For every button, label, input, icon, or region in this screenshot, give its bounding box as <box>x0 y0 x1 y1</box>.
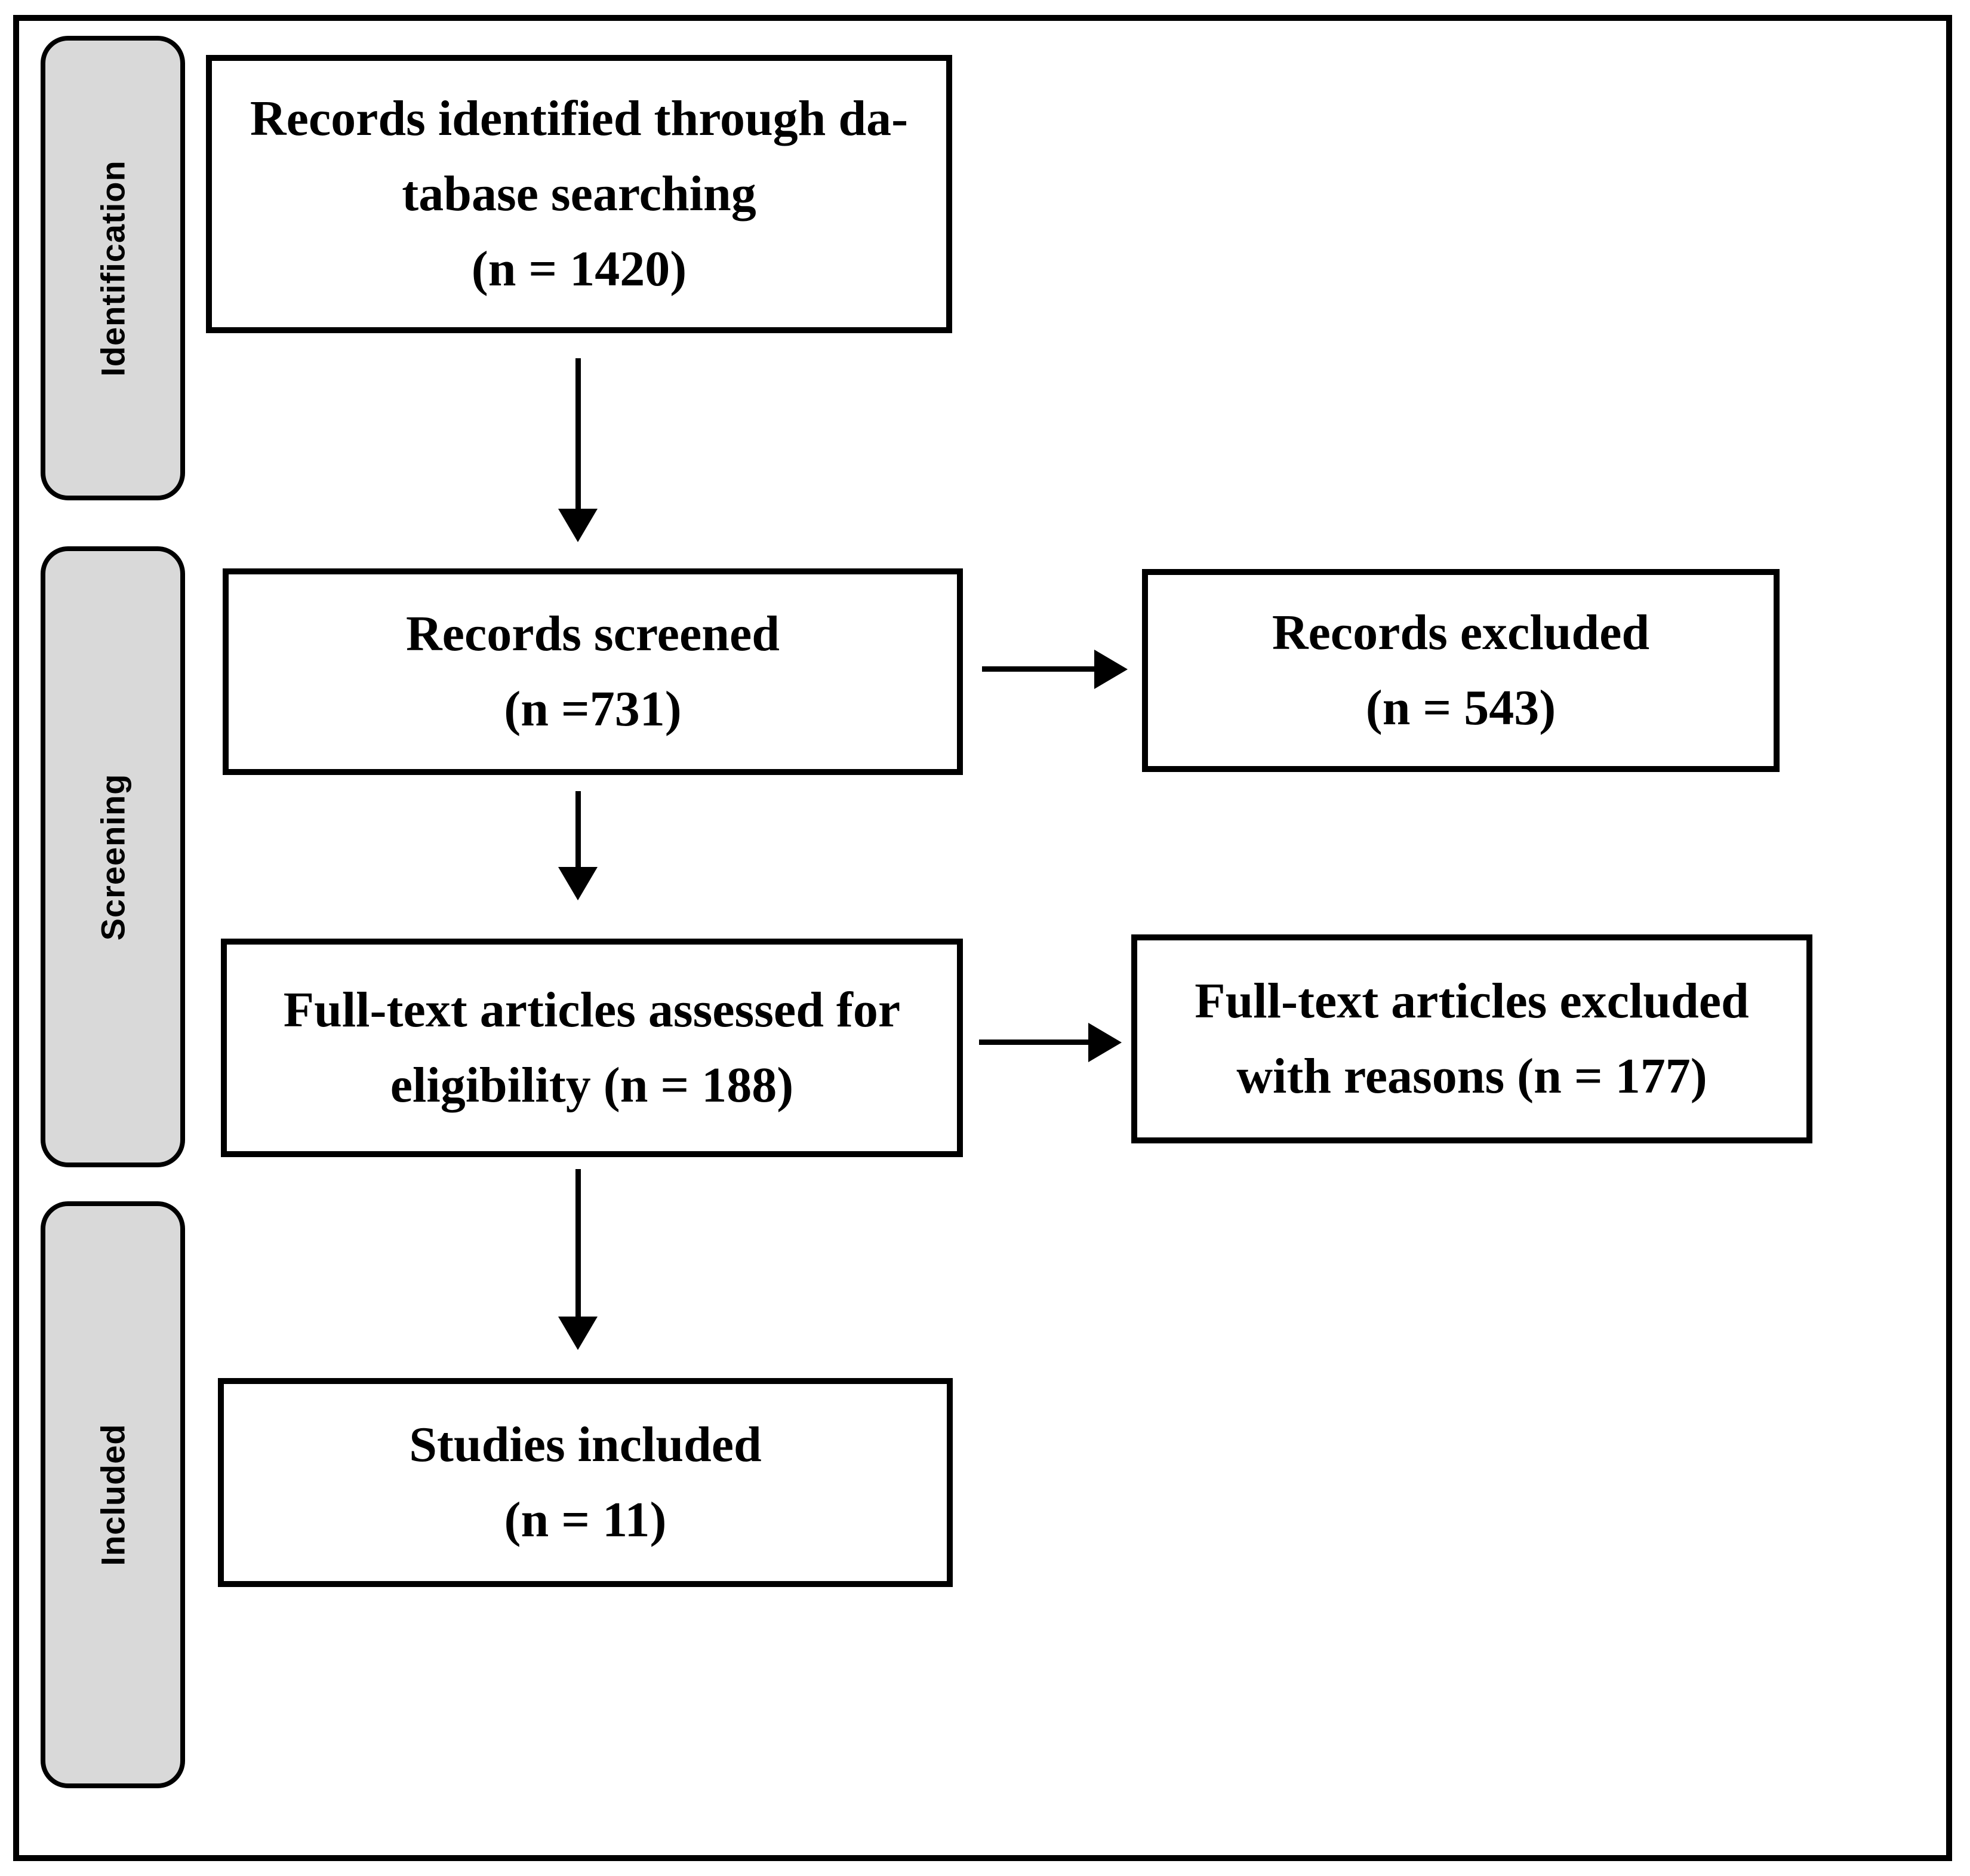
arrow-screened-to-excluded-line <box>982 666 1095 672</box>
box-records-excluded: Records excluded (n = 543) <box>1142 569 1780 772</box>
box-records-screened: Records screened (n =731) <box>223 568 963 775</box>
box-records-identified-line1: Records identified through da- <box>250 91 909 146</box>
arrow-fulltext-to-ft-excluded-line <box>979 1040 1089 1045</box>
box-records-screened-line1: Records screened <box>406 606 780 662</box>
box-records-excluded-line1: Records excluded <box>1272 605 1650 660</box>
stage-screening-label: Screening <box>94 773 132 940</box>
stage-screening: Screening <box>41 546 185 1167</box>
box-fulltext-excluded: Full-text articles excluded with reasons… <box>1131 934 1812 1143</box>
box-fulltext-excluded-line2: with reasons (n = 177) <box>1236 1048 1707 1104</box>
box-studies-included: Studies included (n = 11) <box>218 1378 953 1587</box>
arrow-screened-to-excluded-head-icon <box>1094 650 1128 689</box>
arrow-screened-to-fulltext-line <box>575 791 581 868</box>
box-fulltext-assessed: Full-text articles assessed for eligibil… <box>221 939 963 1157</box>
stage-identification: Identification <box>41 36 185 500</box>
box-studies-included-line2: (n = 11) <box>504 1492 667 1548</box>
box-studies-included-line1: Studies included <box>409 1417 762 1472</box>
box-records-identified-line3: (n = 1420) <box>471 241 687 297</box>
stage-identification-label: Identification <box>94 159 132 377</box>
box-fulltext-assessed-line2: eligibility (n = 188) <box>390 1057 794 1113</box>
arrow-fulltext-to-included-head-icon <box>558 1317 598 1350</box>
stage-included-label: Included <box>94 1423 132 1566</box>
box-records-excluded-line2: (n = 543) <box>1365 680 1556 736</box>
arrow-identified-to-screened-head-icon <box>558 509 598 542</box>
box-records-identified: Records identified through da- tabase se… <box>206 55 952 333</box>
arrow-identified-to-screened-line <box>575 358 581 509</box>
box-records-identified-line2: tabase searching <box>402 166 756 222</box>
box-fulltext-assessed-line1: Full-text articles assessed for <box>283 982 901 1038</box>
arrow-fulltext-to-included-line <box>575 1169 581 1317</box>
box-records-screened-line2: (n =731) <box>504 681 682 737</box>
stage-included: Included <box>41 1201 185 1788</box>
arrow-fulltext-to-ft-excluded-head-icon <box>1088 1023 1122 1062</box>
arrow-screened-to-fulltext-head-icon <box>558 867 598 900</box>
box-fulltext-excluded-line1: Full-text articles excluded <box>1195 973 1749 1029</box>
